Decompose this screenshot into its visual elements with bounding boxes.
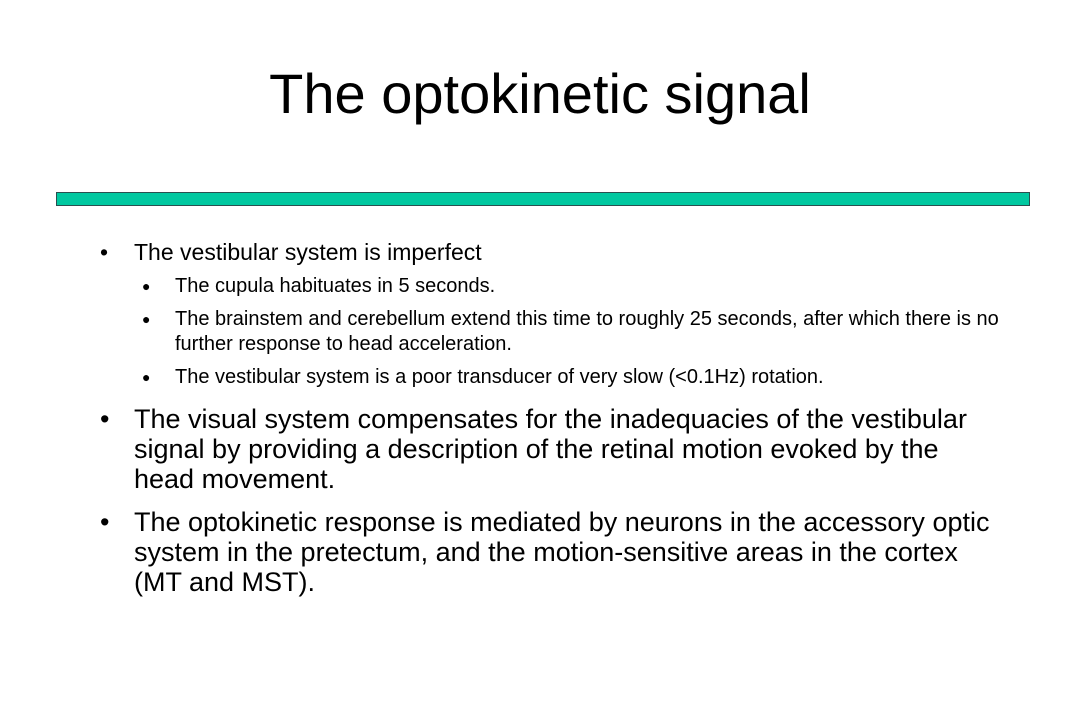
bullet-dot-icon: •	[100, 404, 110, 434]
sub-bullet-dot-icon: ●	[142, 369, 151, 385]
sub-bullet-cupula: ● The cupula habituates in 5 seconds.	[100, 274, 1000, 299]
bullet-vestibular-imperfect: • The vestibular system is imperfect	[100, 238, 1000, 266]
bullet-visual-system: • The visual system compensates for the …	[100, 404, 1000, 494]
slide-title: The optokinetic signal	[269, 62, 811, 125]
bullet-text: The optokinetic response is mediated by …	[134, 507, 990, 597]
title-accent-bar	[56, 192, 1030, 206]
sub-bullet-text: The brainstem and cerebellum extend this…	[175, 308, 999, 355]
sub-bullet-dot-icon: ●	[142, 278, 151, 294]
sub-bullet-dot-icon: ●	[142, 311, 151, 327]
sub-bullet-brainstem: ● The brainstem and cerebellum extend th…	[100, 307, 1000, 357]
slide-body: • The vestibular system is imperfect ● T…	[100, 238, 1000, 610]
bullet-text: The visual system compensates for the in…	[134, 404, 967, 494]
sub-bullet-text: The vestibular system is a poor transduc…	[175, 366, 824, 388]
bullet-text: The vestibular system is imperfect	[134, 239, 482, 265]
bullet-dot-icon: •	[100, 239, 109, 265]
sub-bullet-slow-rotation: ● The vestibular system is a poor transd…	[100, 365, 1000, 390]
bullet-optokinetic-response: • The optokinetic response is mediated b…	[100, 507, 1000, 597]
bullet-dot-icon: •	[100, 507, 110, 537]
sub-bullet-text: The cupula habituates in 5 seconds.	[175, 275, 496, 297]
